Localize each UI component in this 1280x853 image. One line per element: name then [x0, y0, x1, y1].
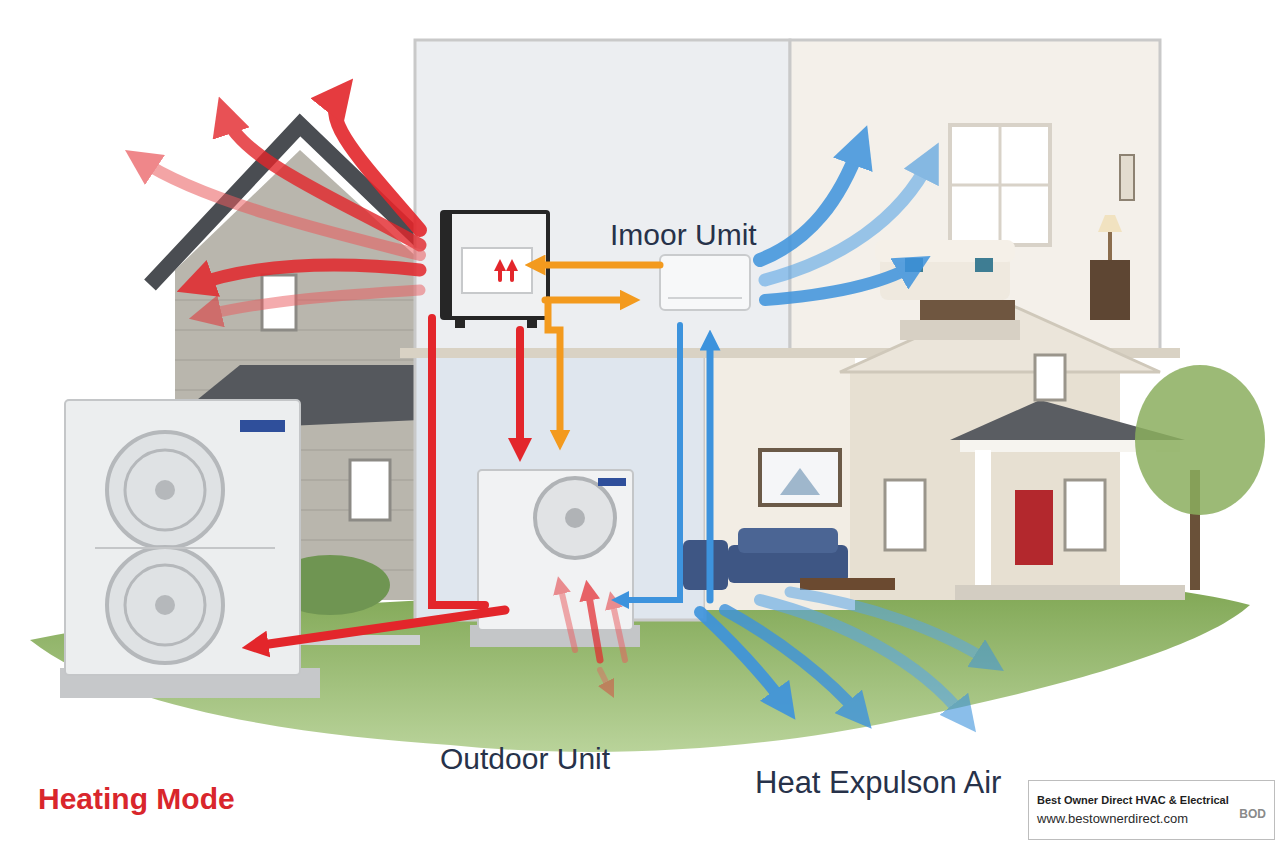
outdoor-unit-large	[65, 400, 300, 675]
outdoor-unit-large	[125, 565, 205, 645]
heat-arrow	[510, 265, 514, 280]
tree	[1135, 365, 1265, 515]
heat-arrow	[612, 600, 625, 660]
living-room-upstairs	[875, 240, 1015, 262]
heat-arrow	[588, 590, 600, 660]
refrigerant-arrow	[548, 300, 560, 440]
outdoor-unit-large	[125, 450, 205, 530]
indoor-unit-wall	[668, 297, 742, 299]
outdoor-unit-large	[95, 547, 275, 549]
part-label: Outdoor Unit	[440, 742, 610, 777]
living-room-upstairs	[950, 125, 1050, 245]
company-url: www.bestownerdirect.com	[1037, 811, 1188, 827]
indoor-unit-cabinet	[455, 318, 465, 328]
outdoor-unit-large	[155, 480, 175, 500]
air-arrow	[790, 592, 990, 662]
cutaway-house	[790, 40, 1160, 355]
refrigerant-arrow	[535, 265, 660, 440]
heat-arrow	[498, 265, 502, 280]
living-room-upstairs	[920, 300, 1015, 320]
air-arrow	[707, 340, 714, 600]
heat-arrow	[255, 610, 505, 646]
heat-arrow	[205, 290, 420, 315]
heat-arrow	[560, 585, 575, 650]
outdoor-unit-large	[107, 432, 223, 548]
part-label: Heat Expulson Air	[755, 765, 1001, 801]
heat-arrow	[516, 330, 524, 450]
air-arrow	[760, 600, 965, 718]
outdoor-unit-large	[155, 595, 175, 615]
company-logo: BOD	[1239, 807, 1266, 821]
heat-arrow	[600, 670, 610, 690]
company-box: Best Owner Direct HVAC & Electrical www.b…	[1028, 780, 1275, 840]
cutaway-house	[1035, 355, 1065, 400]
outdoor-unit-large	[240, 420, 285, 432]
part-label: Imoor Umit	[610, 218, 757, 253]
indoor-unit-cabinet	[462, 248, 532, 293]
mode-title: Heating Mode	[38, 782, 235, 817]
living-room-downstairs	[760, 450, 840, 505]
cutaway-house	[1015, 490, 1053, 565]
living-room-upstairs	[1108, 232, 1112, 260]
living-room-upstairs	[1090, 260, 1130, 320]
left-house	[150, 125, 430, 285]
living-room-upstairs	[975, 258, 993, 272]
company-name: Best Owner Direct HVAC & Electrical	[1037, 794, 1229, 807]
outdoor-unit-large	[107, 547, 223, 663]
heat-arrow	[195, 265, 420, 285]
air-arrow	[620, 325, 680, 600]
refrigerant-arrow	[545, 297, 630, 304]
outdoor-unit	[598, 478, 626, 486]
left-house	[175, 360, 420, 361]
left-house	[350, 460, 390, 520]
indoor-unit-wall	[660, 255, 750, 310]
living-room-upstairs	[875, 125, 1134, 340]
indoor-unit-wall	[660, 255, 750, 310]
cutaway-house	[415, 40, 790, 355]
living-room-downstairs	[780, 468, 820, 495]
outdoor-unit	[565, 508, 585, 528]
cutaway-house	[955, 585, 1185, 600]
indoor-unit-cabinet	[440, 210, 550, 328]
living-room-upstairs	[900, 320, 1020, 340]
living-room-upstairs	[950, 184, 1050, 187]
heat-arrow	[140, 160, 420, 255]
living-room-downstairs	[738, 528, 838, 553]
living-room-downstairs	[800, 578, 895, 590]
cutaway-house	[975, 450, 991, 585]
cutaway-house	[850, 370, 1120, 600]
indoor-unit-cabinet	[527, 318, 537, 328]
air-arrow	[765, 265, 915, 300]
cutaway-house	[885, 480, 925, 550]
cutaway-house	[1065, 480, 1105, 550]
outdoor-unit-large	[60, 400, 420, 698]
living-room-downstairs	[683, 540, 728, 590]
outdoor-unit	[535, 478, 615, 558]
living-room-upstairs	[1098, 215, 1122, 232]
heat-arrow	[140, 95, 625, 690]
living-room-upstairs	[1120, 155, 1134, 200]
living-room-downstairs	[683, 450, 895, 590]
heat-arrow	[432, 318, 485, 605]
air-arrow	[765, 160, 930, 280]
tree	[1135, 365, 1265, 590]
refrigerant-arrow	[535, 262, 660, 269]
